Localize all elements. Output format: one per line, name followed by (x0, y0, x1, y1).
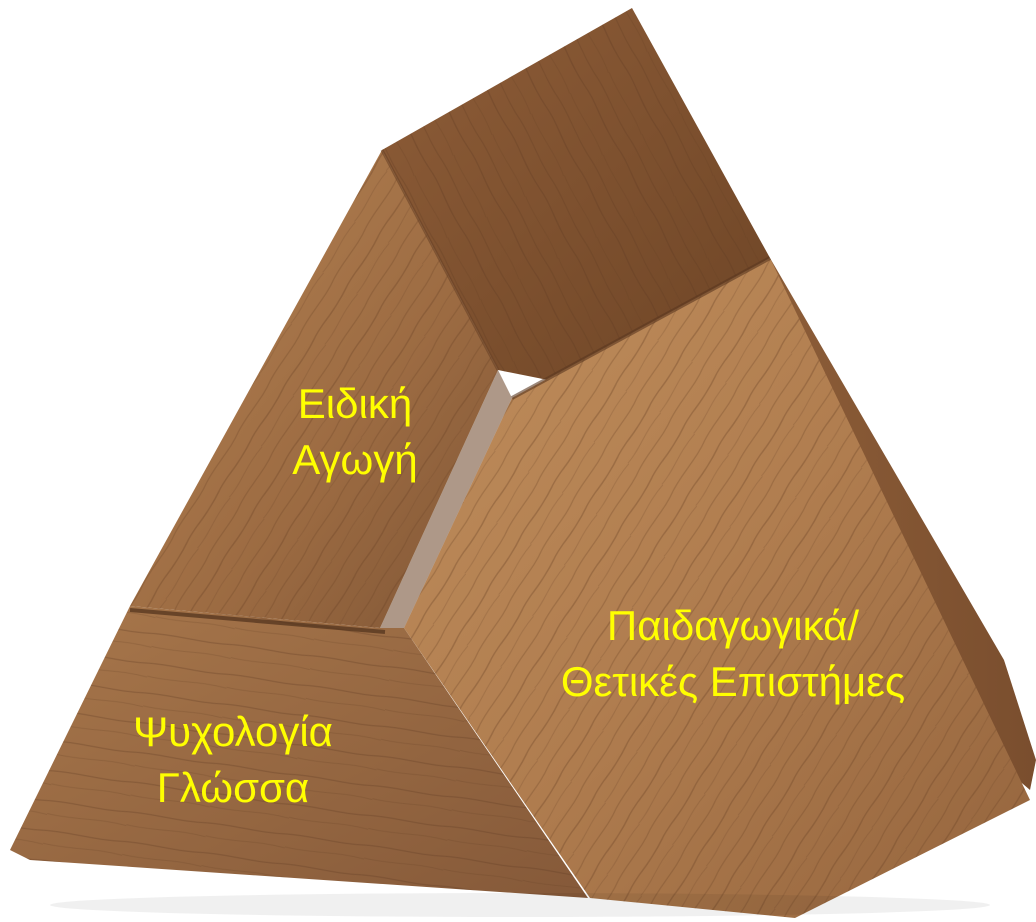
label-pedagogy-sciences: Παιδαγωγικά/ Θετικές Επιστήμες (548, 598, 918, 710)
label-special-education-line2: Αγωγή (270, 432, 440, 488)
label-special-education-line1: Ειδική (270, 376, 440, 432)
label-pedagogy-sciences-line2: Θετικές Επιστήμες (548, 654, 918, 710)
label-psychology-language-line1: Ψυχολογία (108, 704, 358, 760)
label-special-education: Ειδική Αγωγή (270, 376, 440, 488)
label-psychology-language-line2: Γλώσσα (108, 760, 358, 816)
label-pedagogy-sciences-line1: Παιδαγωγικά/ (548, 598, 918, 654)
label-psychology-language: Ψυχολογία Γλώσσα (108, 704, 358, 816)
